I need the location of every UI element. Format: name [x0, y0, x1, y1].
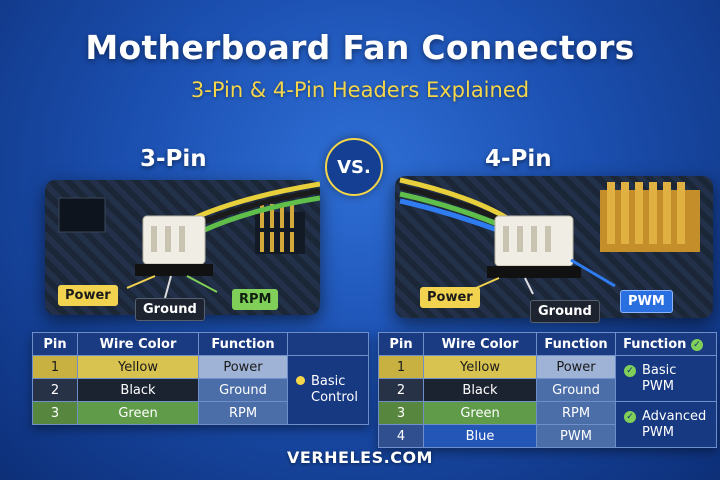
three-pin-table: Pin Wire Color Function 1 Yellow Power B… — [32, 332, 369, 425]
function-cell: PWM — [536, 424, 616, 448]
check-icon: ✓ — [624, 410, 636, 423]
col-wire-color: Wire Color — [423, 332, 537, 356]
pin-cell: 3 — [378, 401, 424, 425]
footer-site-name: VERHELES.COM — [287, 448, 433, 467]
right-callout-pwm: PWM — [620, 290, 673, 313]
advanced-pwm-note: ✓Advanced PWM — [624, 409, 712, 441]
page-title: Motherboard Fan Connectors — [85, 28, 635, 67]
table-row: 1 Yellow Power Basic Control — [32, 355, 369, 425]
table-row: 3 Green RPM — [32, 401, 369, 425]
pin-cell: 2 — [32, 378, 78, 402]
table-row: 3 Green RPM ✓Advanced PWM — [378, 401, 717, 448]
col-function-2: Function ✓ — [615, 332, 717, 356]
three-pin-connector-illustration — [58, 181, 321, 299]
pin-cell: 1 — [378, 355, 424, 379]
basic-control-note: Basic Control — [296, 374, 364, 406]
pin-cell: 4 — [378, 424, 424, 448]
col-wire-color: Wire Color — [77, 332, 199, 356]
plug-4pin — [487, 215, 581, 278]
wire-cell: Black — [77, 378, 199, 402]
pin-cell: 3 — [32, 401, 78, 425]
plug-3pin — [135, 215, 213, 276]
page-subtitle: 3-Pin & 4-Pin Headers Explained — [190, 78, 530, 102]
wire-cell: Green — [77, 401, 199, 425]
note-cell: ✓Basic PWM — [615, 355, 717, 402]
note-cell: Basic Control — [287, 355, 369, 425]
wire-cell: Yellow — [423, 355, 537, 379]
col-function: Function — [536, 332, 616, 356]
vs-badge: VS. — [325, 138, 383, 196]
function-cell: RPM — [536, 401, 616, 425]
right-heading: 4-Pin — [485, 146, 552, 172]
wire-cell: Blue — [423, 424, 537, 448]
function-cell: Power — [536, 355, 616, 379]
col-pin: Pin — [378, 332, 424, 356]
left-board-illustration — [45, 180, 321, 315]
left-callout-ground: Ground — [135, 298, 205, 321]
chip-left — [58, 197, 106, 233]
check-icon: ✓ — [624, 364, 636, 377]
table-row: 2 Black Ground — [378, 378, 717, 402]
left-callout-rpm: RPM — [232, 289, 279, 310]
basic-pwm-note: ✓Basic PWM — [624, 363, 712, 395]
table-row: 2 Black Ground — [32, 378, 369, 402]
right-callout-ground: Ground — [530, 300, 600, 323]
left-callout-power: Power — [58, 285, 118, 306]
table-row: 1 Yellow Power ✓Basic PWM — [378, 355, 717, 402]
check-icon: ✓ — [690, 338, 703, 351]
table-row: 4 Blue PWM — [378, 424, 717, 448]
pin-cell: 1 — [32, 355, 78, 379]
wire-cell: Black — [423, 378, 537, 402]
pin-cell: 2 — [378, 378, 424, 402]
note-cell: ✓Advanced PWM — [615, 401, 717, 448]
four-pin-connector-illustration — [399, 177, 700, 295]
function-cell: Power — [198, 355, 288, 379]
header-pins-left — [255, 204, 305, 254]
wire-cell: Green — [423, 401, 537, 425]
col-function: Function — [198, 332, 288, 356]
table-header-row: Pin Wire Color Function — [32, 332, 369, 356]
left-heading: 3-Pin — [140, 146, 207, 172]
heatsink — [600, 182, 700, 252]
col-note — [287, 332, 369, 356]
function-cell: RPM — [198, 401, 288, 425]
wire-cell: Yellow — [77, 355, 199, 379]
right-callout-power: Power — [420, 287, 480, 308]
function-cell: Ground — [198, 378, 288, 402]
col-pin: Pin — [32, 332, 78, 356]
bullet-dot-icon — [296, 376, 305, 385]
table-header-row: Pin Wire Color Function Function ✓ — [378, 332, 717, 356]
function-cell: Ground — [536, 378, 616, 402]
four-pin-table: Pin Wire Color Function Function ✓ 1 Yel… — [378, 332, 717, 448]
